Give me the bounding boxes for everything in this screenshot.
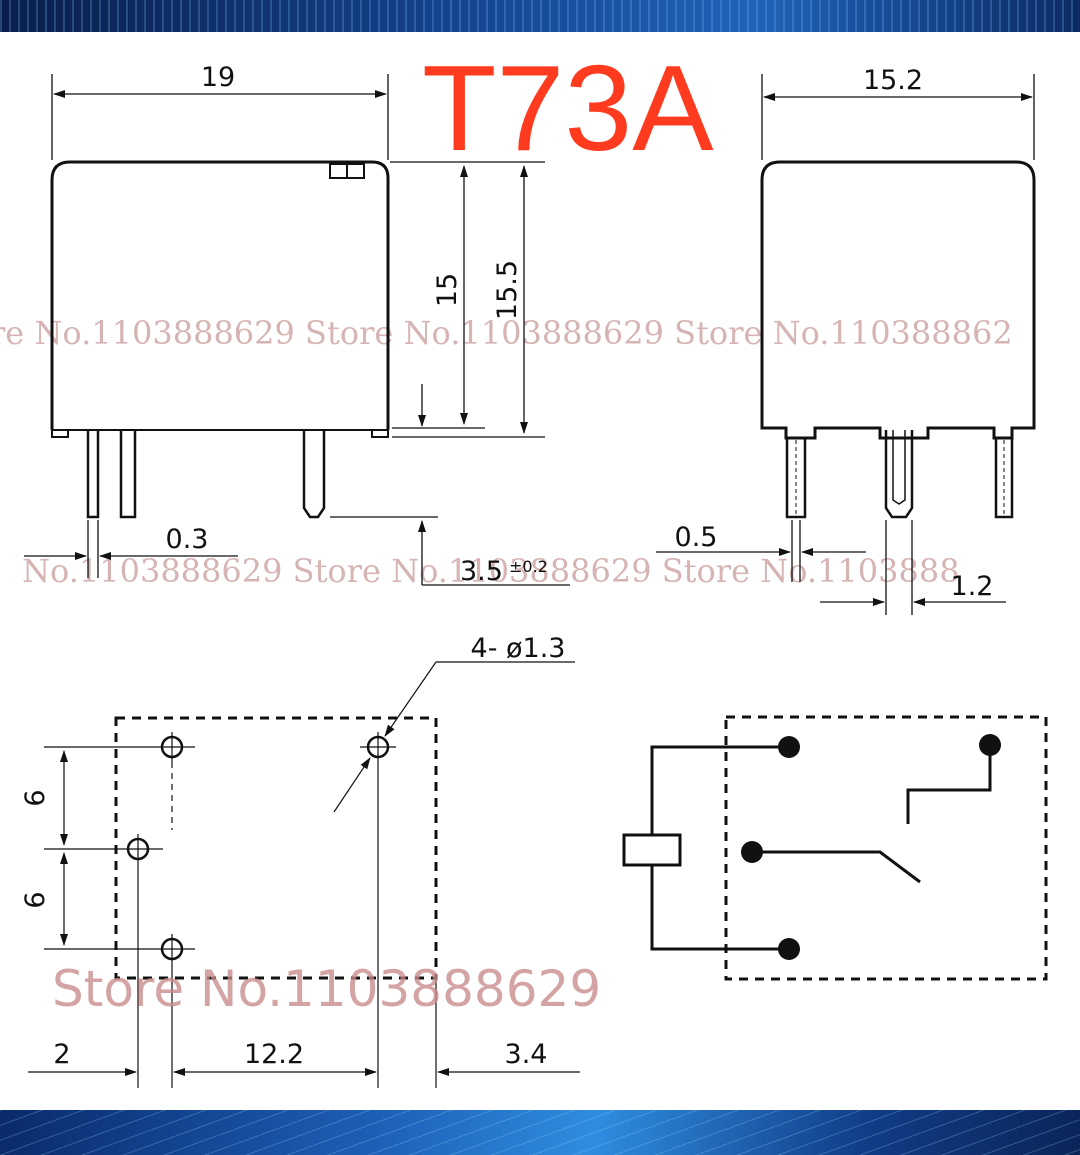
model-title: T73A — [422, 40, 714, 176]
front-view-body — [50, 160, 390, 430]
coil-symbol — [622, 833, 682, 867]
watermark-large: Store No.1103888629 — [52, 960, 601, 1018]
front-view — [50, 160, 390, 519]
switch-arm — [752, 850, 921, 884]
dim-pitch-upper: 6 — [20, 789, 51, 806]
dim-pitch-lower: 6 — [20, 891, 51, 908]
front-pin-3 — [302, 430, 326, 519]
dim-pin-thickness: 0.5 — [675, 522, 718, 553]
pcb-footprint — [28, 661, 580, 1088]
dim-front-height: 15 — [432, 273, 463, 307]
watermark-row-2: No.1103888629 Store No.1103888629 Store … — [22, 552, 960, 590]
terminal-dot — [741, 841, 763, 863]
footprint-outline — [114, 716, 438, 980]
top-banner — [0, 0, 1080, 32]
side-pin-3 — [994, 438, 1014, 519]
dim-side-width: 15.2 — [863, 65, 923, 96]
terminal-dot — [979, 734, 1001, 756]
dim-hole-spec: 4- ø1.3 — [471, 633, 566, 664]
dim-center-pin-width: 1.2 — [951, 571, 994, 602]
dim-pin-length: 3.5 — [460, 556, 503, 587]
side-view — [760, 160, 1036, 519]
terminal-dot — [778, 938, 800, 960]
dim-span: 12.2 — [244, 1039, 304, 1070]
schematic-outline — [724, 715, 1048, 981]
dim-front-width: 19 — [201, 62, 235, 93]
dim-front-overall-height: 15.5 — [492, 260, 523, 320]
front-pin-1 — [86, 430, 100, 519]
contact-no — [906, 745, 992, 824]
side-pin-2 — [884, 430, 914, 519]
dim-pin-width: 0.3 — [166, 524, 209, 555]
side-pin-1 — [785, 438, 807, 519]
bottom-banner — [0, 1110, 1080, 1155]
dim-offset-left: 2 — [53, 1039, 70, 1070]
front-pin-2 — [119, 430, 137, 519]
watermark-row-1: re No.1103888629 Store No.1103888629 Sto… — [0, 314, 1013, 352]
dim-pin-tolerance: ±0.2 — [509, 557, 548, 576]
side-view-body — [760, 160, 1036, 440]
dim-offset-right: 3.4 — [505, 1039, 548, 1070]
terminal-dot — [778, 736, 800, 758]
relay-schematic — [622, 715, 1048, 981]
